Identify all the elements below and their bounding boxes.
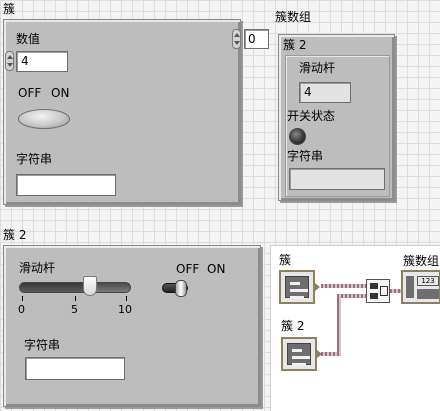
array-slider-value: 4: [299, 82, 351, 103]
array-string-label: 字符串: [287, 149, 324, 163]
cluster2-title: 簇 2: [3, 228, 27, 242]
slider-fill: [20, 283, 91, 292]
cluster2-string-label: 字符串: [24, 338, 61, 352]
diagram-node1-label: 簇: [279, 253, 292, 267]
slider-tick-label: 5: [71, 303, 78, 316]
horizontal-slider[interactable]: [19, 282, 131, 293]
array-element-inner-frame: [285, 55, 390, 197]
block-diagram: 簇 簇 2 簇数组 123: [270, 245, 440, 411]
array-index-input[interactable]: 0: [244, 29, 269, 49]
cluster-icon: [417, 289, 439, 299]
cluster-array-terminal[interactable]: 123: [401, 270, 440, 304]
numeric-indicator-icon: 123: [417, 276, 439, 286]
array-element-title: 簇 2: [283, 38, 307, 52]
array-index-icon: [406, 276, 414, 298]
switch-on-label: ON: [207, 262, 226, 276]
numeric-label: 数值: [16, 32, 41, 46]
toggle-switch[interactable]: [162, 280, 188, 297]
string-label: 字符串: [16, 152, 53, 166]
bool-on-label: ON: [51, 86, 70, 100]
array-slider-label: 滑动杆: [299, 61, 336, 75]
cluster1-title: 簇: [3, 2, 16, 16]
string-input[interactable]: [16, 174, 116, 196]
build-array-icon: [370, 293, 378, 299]
numeric-increment-decrement-arrows[interactable]: [5, 51, 14, 71]
diagram-output-label: 簇数组: [403, 254, 440, 268]
build-array-function[interactable]: [366, 279, 390, 303]
terminal-arrow-icon: [317, 350, 322, 358]
oval-boolean-button[interactable]: [18, 109, 70, 129]
slider-tick: [75, 296, 76, 301]
slider-thumb[interactable]: [83, 276, 97, 296]
wire[interactable]: [321, 352, 341, 356]
slider-tick-label: 10: [118, 303, 132, 316]
switch-led-indicator: [289, 128, 306, 145]
numeric-input[interactable]: 4: [16, 51, 68, 72]
diagram-node2-label: 簇 2: [281, 319, 305, 333]
array-string-value: [289, 168, 385, 190]
terminal-arrow-icon: [315, 283, 320, 291]
wire[interactable]: [337, 294, 341, 356]
switch-off-label: OFF: [176, 262, 200, 276]
array-switch-label: 开关状态: [287, 109, 336, 123]
wire[interactable]: [337, 294, 366, 298]
cluster-icon: [285, 276, 309, 299]
cluster1-panel[interactable]: 数值 4 OFF ON 字符串: [3, 19, 241, 205]
wire[interactable]: [321, 284, 366, 288]
cluster-icon: [287, 343, 311, 366]
slider-tick: [22, 296, 23, 301]
wire[interactable]: [390, 289, 401, 293]
slider-label: 滑动杆: [19, 261, 56, 275]
numeric-indicator-text: 123: [421, 277, 435, 285]
toggle-switch-lever: [175, 280, 187, 297]
cluster2-string-input[interactable]: [25, 357, 125, 380]
cluster-array-title: 簇数组: [275, 10, 312, 24]
slider-tick-label: 0: [18, 303, 25, 316]
bool-off-label: OFF: [18, 86, 42, 100]
cluster2-panel[interactable]: 滑动杆 0 5 10 OFF ON 字符串: [3, 245, 261, 407]
slider-tick: [126, 296, 127, 301]
build-array-icon: [380, 286, 388, 296]
cluster2-terminal[interactable]: [281, 337, 317, 371]
cluster-terminal[interactable]: [279, 270, 315, 304]
build-array-icon: [370, 283, 378, 289]
array-index-arrows[interactable]: [232, 29, 241, 49]
array-element-cluster[interactable]: 簇 2 滑动杆 4 开关状态 字符串: [278, 34, 395, 201]
